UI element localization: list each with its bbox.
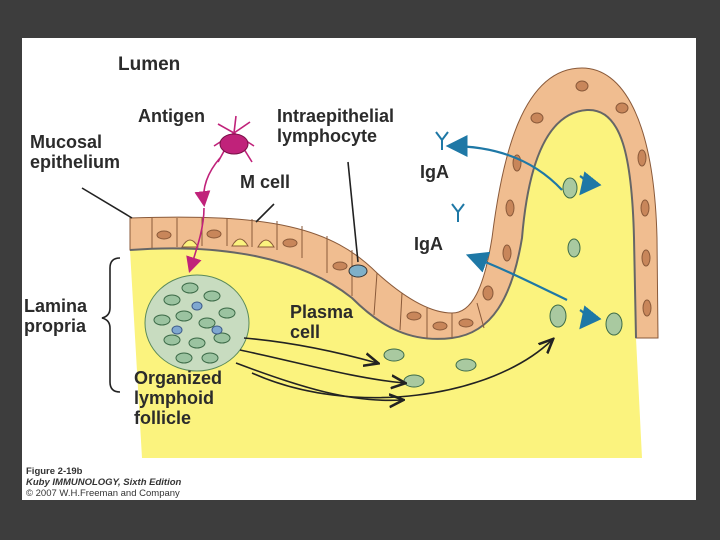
m-cells <box>181 238 275 248</box>
label-pointers <box>81 161 359 263</box>
iga-label-top: IgA <box>420 162 449 182</box>
m-cell-label: M cell <box>240 172 291 192</box>
antigen-label: Antigen <box>138 106 205 126</box>
iga-secretion-arrows <box>445 135 602 330</box>
iga-label-bottom: IgA <box>414 234 443 254</box>
antigen-uptake-arrow <box>194 157 221 208</box>
lamina-propria-bracket <box>101 257 121 393</box>
figure-caption: Figure 2-19b Kuby IMMUNOLOGY, Sixth Edit… <box>26 466 181 499</box>
mucosal-epithelium-label: Mucosal epithelium <box>30 132 121 172</box>
basement-membrane <box>129 108 637 340</box>
lumen-label: Lumen <box>118 54 181 75</box>
migration-arrows <box>235 338 552 400</box>
intraepithelial-lymphocyte <box>348 264 368 278</box>
intraepithelial-lymphocyte-label: Intraepithelial lymphocyte <box>277 106 395 146</box>
iga-antibodies <box>435 131 465 222</box>
intestinal-mucosa-diagram <box>81 67 659 459</box>
plasma-cell-label: Plasma cell <box>290 302 354 342</box>
lymphoid-follicle <box>144 274 250 372</box>
figure-number: Figure 2-19b <box>26 466 83 477</box>
book-title: Kuby IMMUNOLOGY, Sixth Edition <box>26 477 182 488</box>
lamina-propria-label: Lamina propria <box>24 296 88 336</box>
copyright-text: © 2007 W.H.Freeman and Company <box>26 488 180 499</box>
plasma-cells <box>383 177 623 388</box>
figure-panel: Lumen Antigen Intraepithelial lymphocyte… <box>22 38 696 500</box>
organized-lymphoid-follicle-label: Organized lymphoid follicle <box>134 368 223 428</box>
antigen-particle <box>186 115 255 274</box>
